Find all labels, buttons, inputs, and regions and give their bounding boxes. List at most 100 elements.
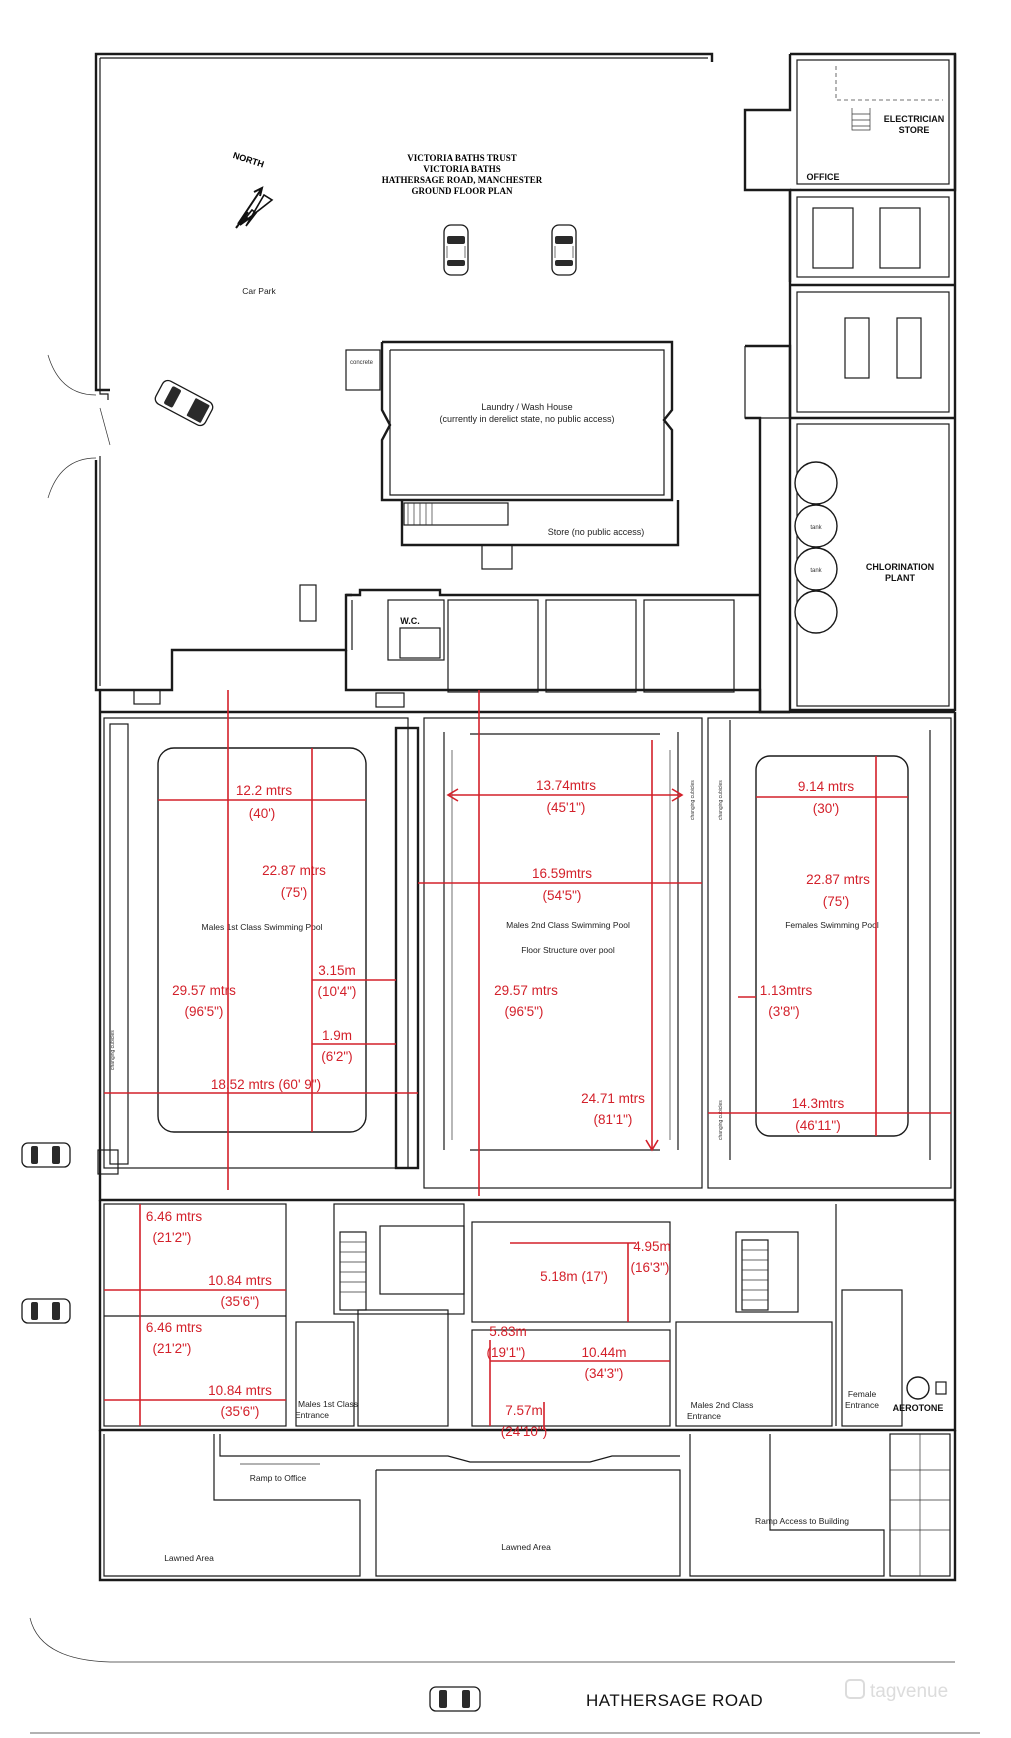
dim-c1: 5.18m (17') [540, 1269, 608, 1284]
title-line-3: HATHERSAGE ROAD, MANCHESTER [382, 175, 543, 185]
laundry-label-1: Laundry / Wash House [481, 402, 572, 412]
dim-p3-hall: 14.3mtrs [792, 1096, 845, 1111]
chlorination-label-2: PLANT [885, 573, 915, 583]
dim-p1-width-ft: (40') [249, 806, 276, 821]
dim-c2-ft: (16'3") [631, 1260, 670, 1275]
dim-r2-b: 10.84 mtrs [208, 1383, 272, 1398]
service-wing: ELECTRICIAN STORE OFFICE [743, 52, 957, 714]
swimming-pool [755, 755, 909, 1137]
dim-p3-gap-ft: (3'8") [768, 1004, 799, 1019]
dim-c5: 7.57m [505, 1403, 543, 1418]
dim-p3-length: 22.87 mtrs [806, 872, 870, 887]
dim-p3-width: 9.14 mtrs [798, 779, 855, 794]
dim-p2-hall-ft: (96'5") [505, 1004, 544, 1019]
floor-structure-label: Floor Structure over pool [521, 945, 615, 955]
dim-r2-a: 6.46 mtrs [146, 1320, 203, 1335]
dim-p1-gap2-ft: (6'2") [321, 1049, 352, 1064]
north-label: NORTH [232, 150, 266, 169]
dimension-labels: 12.2 mtrs (40') 22.87 mtrs (75') 29.57 m… [146, 778, 870, 1439]
road-label: HATHERSAGE ROAD [586, 1691, 763, 1710]
dim-c3-ft: (19'1") [487, 1345, 526, 1360]
males-1st-entrance-label-2: Entrance [295, 1410, 329, 1420]
dim-r2-b-ft: (35'6") [221, 1404, 260, 1419]
rear-rooms: W.C. [133, 584, 760, 708]
front-grounds: Ramp to Office Ramp Access to Building L… [29, 1430, 957, 1663]
males-2nd-entrance-label-1: Males 2nd Class [691, 1400, 754, 1410]
pool-label-females: Females Swimming Pool [785, 920, 879, 930]
chlorination-label-1: CHLORINATION [866, 562, 934, 572]
males-2nd-class-pool-hall: Males 2nd Class Swimming Pool Floor Stru… [423, 717, 703, 1189]
changing-label: changing cubicles [718, 1100, 724, 1140]
pool-label-males-1st: Males 1st Class Swimming Pool [202, 922, 323, 932]
dim-p1-gap2: 1.9m [322, 1028, 352, 1043]
car-icon [154, 379, 214, 427]
laundry-wash-house: concrete Laundry / Wash House (currently… [345, 340, 674, 502]
males-1st-class-pool-hall: Males 1st Class Swimming Pool changing c… [97, 717, 420, 1175]
dim-p3-width-ft: (30') [813, 801, 840, 816]
dim-p1-hall: 29.57 mtrs [172, 983, 236, 998]
dim-p1-length: 22.87 mtrs [262, 863, 326, 878]
dim-c5-ft: (24'10") [501, 1424, 547, 1439]
title-line-1: VICTORIA BATHS TRUST [407, 153, 517, 163]
dim-p1-hall-ft: (96'5") [185, 1004, 224, 1019]
dim-p2-floor-length-ft: (81'1") [594, 1112, 633, 1127]
changing-label: changing cubicles [110, 1030, 116, 1070]
ramp-to-office-label: Ramp to Office [250, 1473, 307, 1483]
watermark-text: tagvenue [870, 1681, 948, 1702]
dim-r1-b-ft: (35'6") [221, 1294, 260, 1309]
changing-label: changing cubicles [718, 780, 724, 820]
dim-p2-floor-ft: (45'1") [547, 800, 586, 815]
title-block: VICTORIA BATHS TRUST VICTORIA BATHS HATH… [382, 153, 543, 196]
dim-p1-gap1-ft: (10'4") [318, 984, 357, 999]
wc-label: W.C. [400, 616, 420, 626]
car-icon [551, 224, 577, 276]
front-block: Males 1st Class Entrance Males 2nd Class… [98, 1200, 957, 1432]
females-pool-hall: Females Swimming Pool changing cubicles … [707, 717, 952, 1189]
dim-p2-floor-length: 24.71 mtrs [581, 1091, 645, 1106]
dim-c4: 10.44m [581, 1345, 626, 1360]
female-entrance-label-1: Female [848, 1389, 877, 1399]
main-building [98, 650, 957, 1202]
dim-c3: 5.83m [489, 1324, 527, 1339]
aerotone-label: AEROTONE [893, 1403, 944, 1413]
lawned-area-center-label: Lawned Area [501, 1542, 551, 1552]
changing-label: changing cubicles [690, 780, 696, 820]
dim-r1-b: 10.84 mtrs [208, 1273, 272, 1288]
concrete-label: concrete [350, 360, 374, 366]
store: Store (no public access) [400, 500, 680, 570]
office-label: OFFICE [807, 172, 840, 182]
dim-p2-width-ft: (54'5") [543, 888, 582, 903]
dim-p1-hall-width: 18.52 mtrs (60' 9") [211, 1077, 321, 1092]
dim-p1-length-ft: (75') [281, 885, 308, 900]
store-label: Store (no public access) [548, 527, 645, 537]
title-line-4: GROUND FLOOR PLAN [412, 186, 514, 196]
dim-p3-gap: 1.13mtrs [760, 983, 813, 998]
dim-p1-gap1: 3.15m [318, 963, 356, 978]
dim-r1-a: 6.46 mtrs [146, 1209, 203, 1224]
car-icon [429, 1686, 481, 1712]
swimming-pool [157, 747, 367, 1133]
car-icon [21, 1142, 71, 1168]
tank-label: tank [810, 525, 822, 531]
males-1st-entrance-label-1: Males 1st Class [298, 1399, 358, 1409]
dim-r1-a-ft: (21'2") [153, 1230, 192, 1245]
tank-label: tank [810, 568, 822, 574]
car-icon [21, 1298, 71, 1324]
dim-c2: 4.95m [633, 1239, 671, 1254]
car-icon [443, 224, 469, 276]
north-arrow-icon: NORTH [232, 150, 274, 229]
dim-p2-floor: 13.74mtrs [536, 778, 596, 793]
electrician-label-1: ELECTRICIAN [884, 114, 945, 124]
dim-p1-width: 12.2 mtrs [236, 783, 293, 798]
males-2nd-entrance-label-2: Entrance [687, 1411, 721, 1421]
dim-r2-a-ft: (21'2") [153, 1341, 192, 1356]
laundry-label-2: (currently in derelict state, no public … [439, 414, 614, 424]
dimension-lines [104, 690, 951, 1430]
pool-label-males-2nd: Males 2nd Class Swimming Pool [506, 920, 630, 930]
ramp-access-label: Ramp Access to Building [755, 1516, 849, 1526]
dim-p3-hall-ft: (46'11") [795, 1118, 840, 1133]
dim-p3-length-ft: (75') [823, 894, 850, 909]
dim-c4-ft: (34'3") [585, 1366, 624, 1381]
car-park-label: Car Park [242, 286, 276, 296]
